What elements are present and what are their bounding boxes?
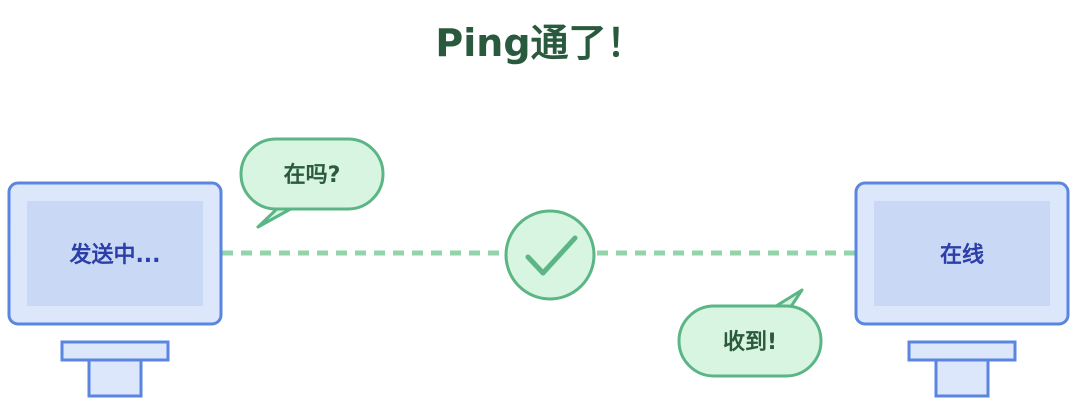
left-screen — [27, 201, 203, 306]
speech-bubble-left-body — [239, 137, 385, 211]
diagram-title: Ping通了！ — [435, 21, 644, 65]
left-monitor-stand — [60, 340, 170, 362]
speech-bubble-right-body — [677, 304, 823, 378]
right-monitor-stand — [907, 340, 1017, 362]
check-circle — [504, 209, 596, 301]
right-screen-text: 在线 — [940, 242, 984, 268]
check-icon — [504, 209, 596, 301]
speech-bubble-right-text: 收到! — [723, 329, 777, 355]
right-screen — [874, 201, 1050, 306]
check-mark — [525, 235, 578, 276]
speech-bubble-right: 收到! — [677, 288, 823, 378]
left-monitor-base — [87, 358, 143, 398]
left-screen-text: 发送中... — [68, 242, 160, 268]
right-monitor-base — [934, 358, 990, 398]
speech-bubble-left: 在吗? — [239, 137, 385, 229]
left-computer: 发送中... — [7, 181, 223, 398]
right-computer: 在线 — [854, 181, 1070, 398]
speech-bubble-left-text: 在吗? — [284, 162, 341, 188]
